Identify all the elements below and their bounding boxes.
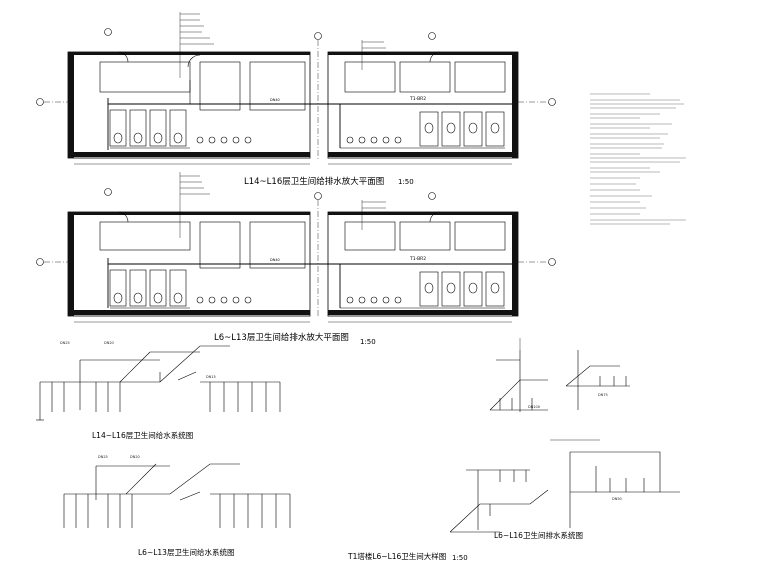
detail-title: T1塔楼L6~L16卫生间大样图	[347, 551, 446, 561]
room-label-lower: T1-BR2	[409, 256, 426, 262]
axis-bubble	[36, 98, 44, 106]
supply-system-lower	[63, 463, 291, 528]
plan-lower	[36, 172, 556, 323]
axis-bubble	[428, 32, 436, 40]
plan-lower-title: L6~L13层卫生间给排水放大平面图	[214, 332, 349, 343]
plan-lower-scale: 1:50	[360, 338, 376, 346]
wall-bottom-left	[68, 152, 310, 157]
room-outline-right	[327, 51, 519, 159]
drainage-title: L6~L16卫生间排水系统图	[494, 530, 583, 540]
pipe-label-supply-upper-c: DN15	[206, 375, 216, 379]
detail-scale: 1:50	[452, 554, 468, 562]
design-notes	[590, 93, 686, 225]
supply-system-upper	[36, 345, 281, 421]
plan-upper-title: L14~L16层卫生间给排水放大平面图	[244, 176, 384, 187]
wall-left	[68, 52, 74, 158]
pipe-label-main-lower: DN40	[270, 258, 280, 262]
supply-upper-title: L14~L16层卫生间给水系统图	[92, 430, 193, 440]
pipe-label-supply-lower-a: DN25	[98, 455, 108, 459]
drainage-system-b	[565, 350, 630, 410]
wall-right	[512, 52, 518, 158]
room-outline-left	[67, 51, 311, 159]
axis-bubble	[314, 32, 322, 40]
pipe-label-supply-upper-b: DN20	[104, 341, 114, 345]
axis-bubble	[548, 98, 556, 106]
pipe-label-drain-d: DN50	[612, 497, 622, 501]
axis-bubble	[104, 28, 112, 36]
pipe-label-drain-b: DN75	[598, 393, 608, 397]
pipe-label-supply-upper-a: DN25	[60, 341, 70, 345]
pipe-label-drain-a: DN100	[528, 405, 540, 409]
plan-upper	[36, 12, 556, 165]
pipe-label-main-upper: DN40	[270, 98, 280, 102]
drainage-system-d	[550, 439, 680, 528]
drainage-system-c	[449, 469, 549, 533]
drainage-system-a	[489, 338, 548, 412]
room-label-upper: T1-BR2	[409, 96, 426, 102]
supply-lower-title: L6~L13层卫生间给水系统图	[138, 547, 234, 557]
plan-upper-scale: 1:50	[398, 178, 414, 186]
pipe-label-supply-lower-b: DN20	[130, 455, 140, 459]
